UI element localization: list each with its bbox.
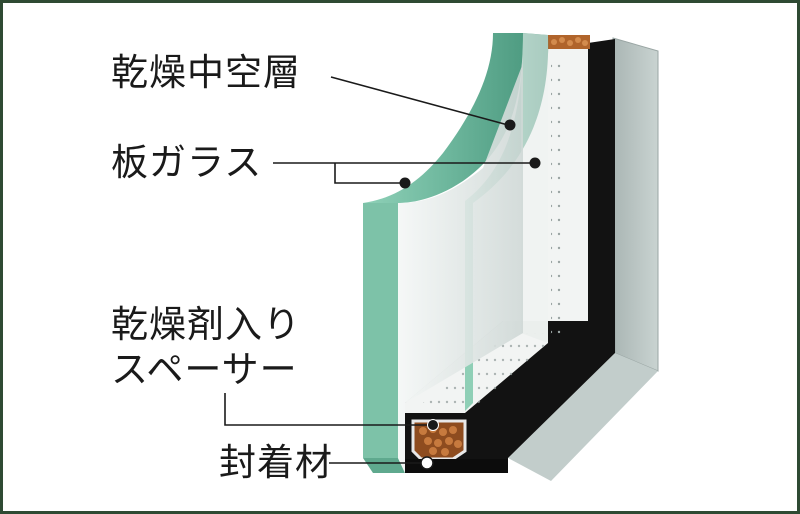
leader-lines xyxy=(224,76,533,464)
rear-glass-pane xyxy=(612,37,659,372)
label-air-layer: 乾燥中空層 xyxy=(111,51,301,94)
front-glass-bottom xyxy=(363,458,405,473)
rear-glass-bottom xyxy=(508,353,658,481)
dot-glass-middle xyxy=(529,157,541,169)
leader-dots xyxy=(399,119,541,470)
label-spacer-line1: 乾燥剤入り xyxy=(111,303,301,346)
dot-sealant xyxy=(420,456,434,470)
dot-spacer xyxy=(427,419,439,431)
label-sealant: 封着材 xyxy=(219,441,333,484)
front-glass-face xyxy=(398,63,523,473)
front-glass-top-edge xyxy=(363,33,523,203)
front-glass-front xyxy=(363,203,398,458)
dot-air-layer xyxy=(504,119,516,131)
desiccant-top-beads xyxy=(551,37,588,46)
leader-air-layer xyxy=(330,76,509,126)
middle-glass-column xyxy=(521,33,548,343)
sealant xyxy=(405,459,508,473)
label-glass-pane: 板ガラス xyxy=(111,141,263,184)
label-spacer-line2: スペーサー xyxy=(111,348,298,391)
leader-spacer xyxy=(224,393,433,426)
air-gap-dots xyxy=(551,63,565,333)
glass-cross-section xyxy=(224,33,659,481)
leader-glass-branch xyxy=(334,163,403,184)
air-gap-dots-bottom xyxy=(423,333,563,408)
dot-glass-front xyxy=(399,177,411,189)
